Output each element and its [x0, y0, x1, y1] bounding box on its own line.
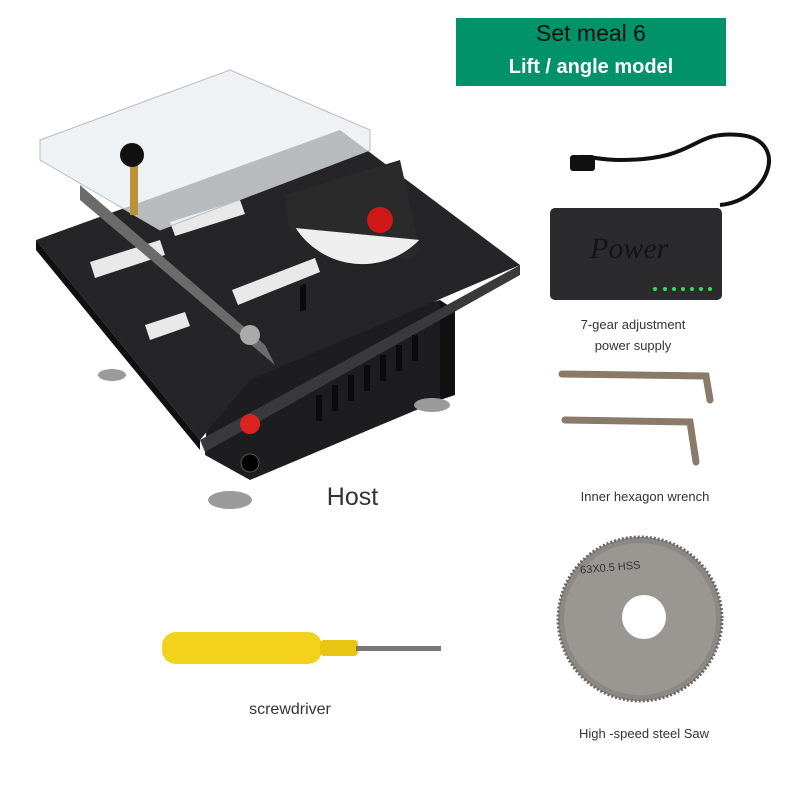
hex-wrench-image	[558, 370, 714, 466]
power-supply-image	[550, 132, 771, 300]
screwdriver-label: screwdriver	[249, 701, 331, 718]
banner-title: Set meal 6	[536, 20, 646, 46]
saw-label: High -speed steel Saw	[578, 726, 710, 741]
screwdriver-image	[162, 632, 441, 664]
banner-subtitle: Lift / angle model	[508, 56, 674, 78]
set-meal-banner: Set meal 6 Lift / angle model	[456, 18, 726, 86]
power-supply-label-line2: power supply	[594, 338, 672, 353]
host-label: Host	[326, 483, 379, 511]
power-brand-text: Power	[590, 232, 669, 265]
saw-blade-image	[556, 535, 724, 703]
wrench-label: Inner hexagon wrench	[580, 489, 710, 504]
table-saw-host-image	[36, 69, 520, 509]
power-supply-label-line1: 7-gear adjustment	[580, 317, 686, 332]
